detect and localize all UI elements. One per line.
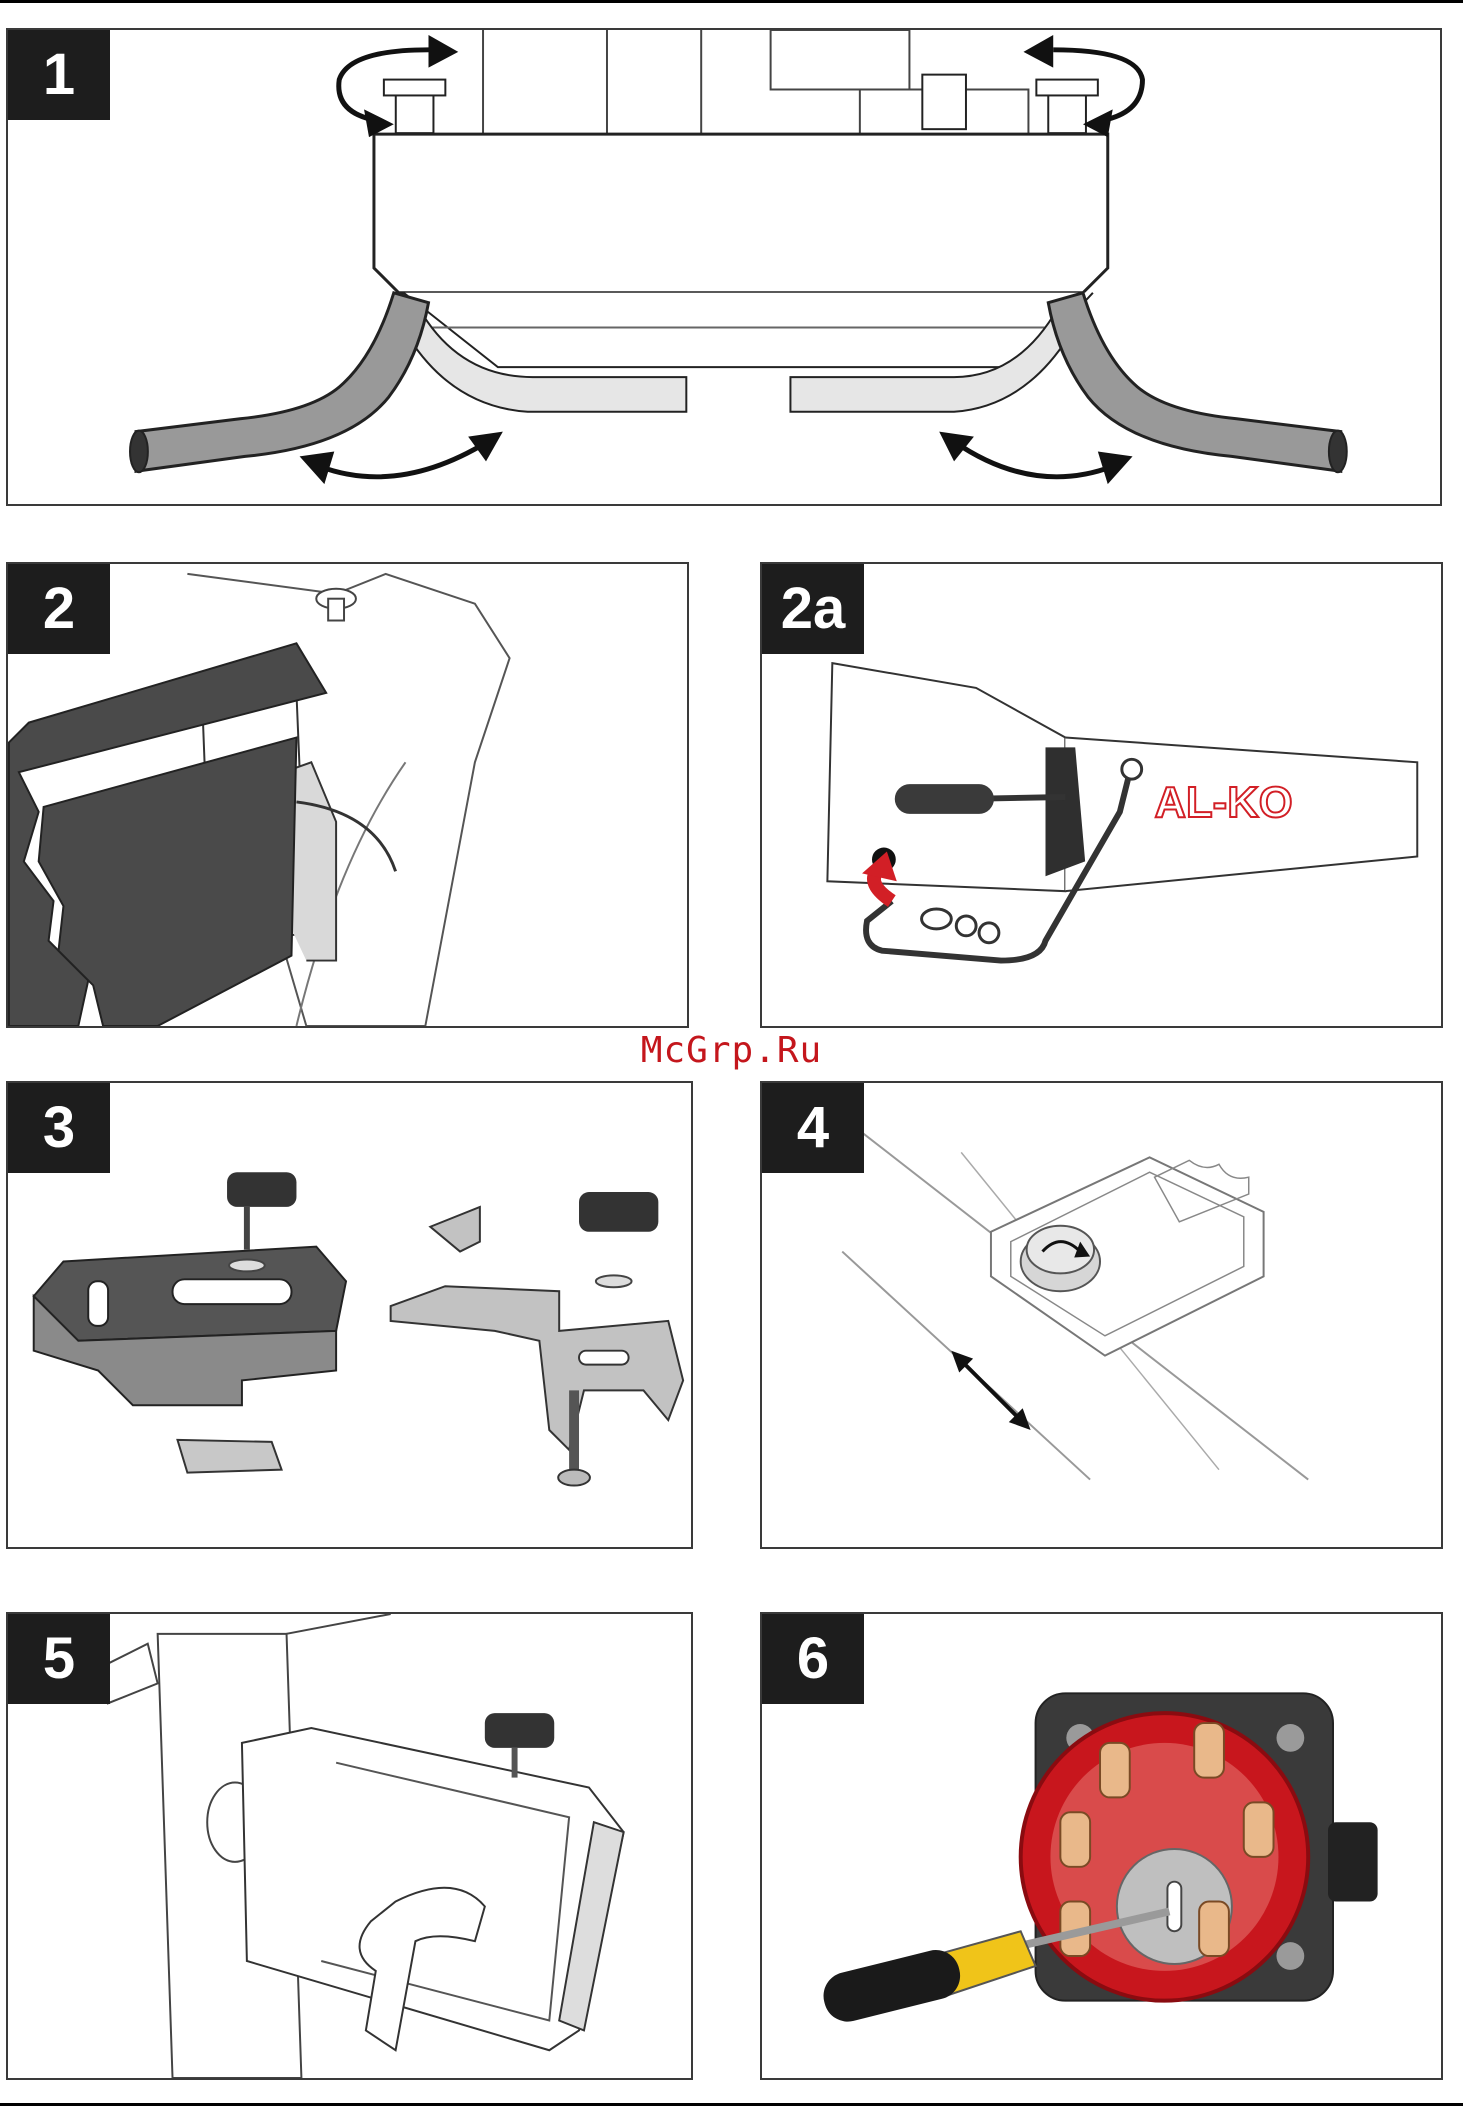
- panel-number-6: 6: [762, 1614, 864, 1704]
- panel-2: 2: [6, 562, 689, 1028]
- panel-number-2a: 2a: [762, 564, 864, 654]
- panel-3: 3: [6, 1081, 693, 1549]
- panel-number-4: 4: [762, 1083, 864, 1173]
- panel-5: 5: [6, 1612, 693, 2080]
- panel-number-5: 5: [8, 1614, 110, 1704]
- swing-arrow-icon: [319, 442, 1112, 477]
- panel-4: 4: [760, 1081, 1443, 1549]
- panel-number-2: 2: [8, 564, 110, 654]
- top-rule: [0, 0, 1463, 3]
- bracket-parts-illustration: [8, 1083, 691, 1547]
- panel-6: 6: [760, 1612, 1443, 2080]
- panel-number-1: 1: [8, 30, 110, 120]
- al-ko-logo: AL-KO: [1155, 779, 1293, 827]
- watermark: McGrp.Ru: [0, 1030, 1463, 1071]
- clamp-handles-illustration: [8, 30, 1440, 504]
- double-arrow-icon: [951, 1351, 1030, 1430]
- panel-2a: 2a AL-KO: [760, 562, 1443, 1028]
- panel-number-3: 3: [8, 1083, 110, 1173]
- mounting-bracket-illustration: [8, 1614, 691, 2078]
- panel-1: 1: [6, 28, 1442, 506]
